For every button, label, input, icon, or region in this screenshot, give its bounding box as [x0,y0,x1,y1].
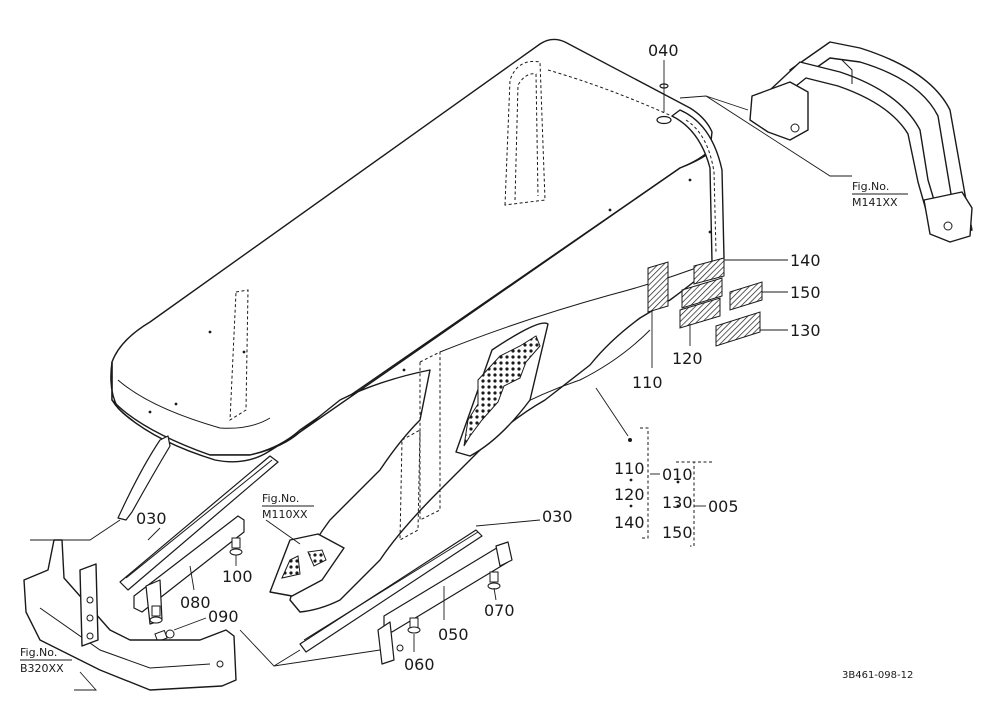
svg-text:M141XX: M141XX [852,196,898,209]
leader-lines [30,60,852,691]
kit-col2-item-3: 150 [662,523,693,542]
label-120: 120 [672,349,703,368]
side-pillar-seam [419,351,441,521]
kit-col2-item-2: 130 [662,493,693,512]
svg-text:Fig.No.: Fig.No. [20,646,57,659]
label-050: 050 [438,625,469,644]
rail-050-foot [377,621,395,665]
drawing-number: 3B461-098-12 [842,670,913,681]
kit-col1-item-2: 120 [614,485,645,504]
kit-col1-item-3: 140 [614,513,645,532]
kit-col2-item-1: 010 [662,465,693,484]
top-seam [547,69,677,119]
rops-bracket-right [923,191,973,243]
decals [647,257,763,347]
decal-140-b [681,277,723,309]
fig-ref-b320[interactable]: Fig.No. B320XX [20,646,72,675]
front-pillar-seam [229,289,249,421]
rops-frame [749,41,973,243]
label-030-right: 030 [542,507,573,526]
label-150: 150 [790,283,821,302]
label-060: 060 [404,655,435,674]
rail-050-bracket [495,541,513,567]
rail-080 [133,515,245,613]
part-labels: 040 140 150 130 110 120 030 030 100 080 … [136,41,821,674]
label-130: 130 [790,321,821,340]
hood-front-edge [117,379,271,429]
label-040: 040 [648,41,679,60]
decal-110 [647,261,669,313]
side-contour [439,261,713,353]
label-140: 140 [790,251,821,270]
svg-text:M110XX: M110XX [262,508,308,521]
svg-text:Fig.No.: Fig.No. [852,180,889,193]
hood-rear-pillar-seam [685,119,717,253]
hood-assembly [110,38,725,613]
label-080: 080 [180,593,211,612]
fig-ref-m110[interactable]: Fig.No. M110XX [262,492,314,521]
svg-text:B320XX: B320XX [20,662,64,675]
label-090: 090 [208,607,239,626]
rops-bracket-left [749,81,809,141]
bolt-100 [229,537,243,556]
kit-col1-item-1: 110 [614,459,645,478]
side-patch-mesh [281,555,301,579]
vent-mesh [463,335,541,447]
lower-frame-tab [79,563,99,647]
label-110: 110 [632,373,663,392]
bolt-070 [487,571,501,590]
left-bracket-upper [117,435,171,521]
rubber-strip-030-left [119,455,279,591]
side-patch-panel [269,533,345,597]
roll-bar-opening-inner [514,73,539,201]
decal-150 [729,281,763,311]
bolt-left-rail [149,605,163,624]
right-rail-assembly [299,529,513,665]
svg-text:Fig.No.: Fig.No. [262,492,299,505]
label-030-left: 030 [136,509,167,528]
left-rail-assembly [117,435,279,643]
rops-crossbar [841,59,853,84]
fig-ref-m141[interactable]: Fig.No. M141XX [852,180,908,209]
side-pillar-seam-2 [399,429,421,541]
label-100: 100 [222,567,253,586]
decal-120 [679,297,721,329]
bolt-060 [396,617,421,652]
hood-front-face [110,361,301,463]
kit-assembly: 005 [708,497,739,516]
decal-130 [715,311,761,347]
kit-group-brackets [628,427,712,547]
side-patch-mesh-2 [307,549,327,567]
rubber-strip-030-right [299,529,483,653]
decal-140-a [693,257,725,285]
label-070: 070 [484,601,515,620]
side-patch [269,533,345,597]
figure-refs: Fig.No. M141XX Fig.No. M110XX Fig.No. B3… [20,180,908,675]
